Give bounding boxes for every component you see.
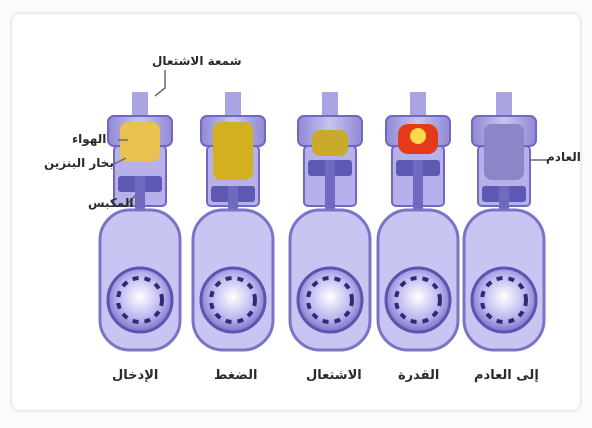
stroke-label-power: القدرة (398, 368, 439, 383)
air-label: الهواء (72, 132, 106, 146)
stroke-label-intake: الإدخال (112, 368, 158, 383)
engine-units (100, 92, 544, 350)
engine-unit-intake (100, 92, 180, 350)
stroke-label-exhaust: إلى العادم (474, 368, 539, 383)
engine-unit-exhaust (464, 92, 544, 350)
engine-unit-ignition (290, 92, 370, 350)
stroke-label-ignition: الاشتعال (306, 368, 362, 383)
spark-plug-label: شمعة الاشتعال (152, 54, 242, 68)
engine-unit-power (378, 92, 458, 350)
fuel-vapor-label: بخار البنزين (44, 156, 114, 170)
stroke-label-compression: الضغط (214, 368, 257, 383)
exhaust-label: العادم (546, 150, 581, 164)
piston-label: المكبس (88, 196, 134, 210)
engine-unit-compression (193, 92, 273, 350)
spark-plug-leader (155, 70, 165, 96)
